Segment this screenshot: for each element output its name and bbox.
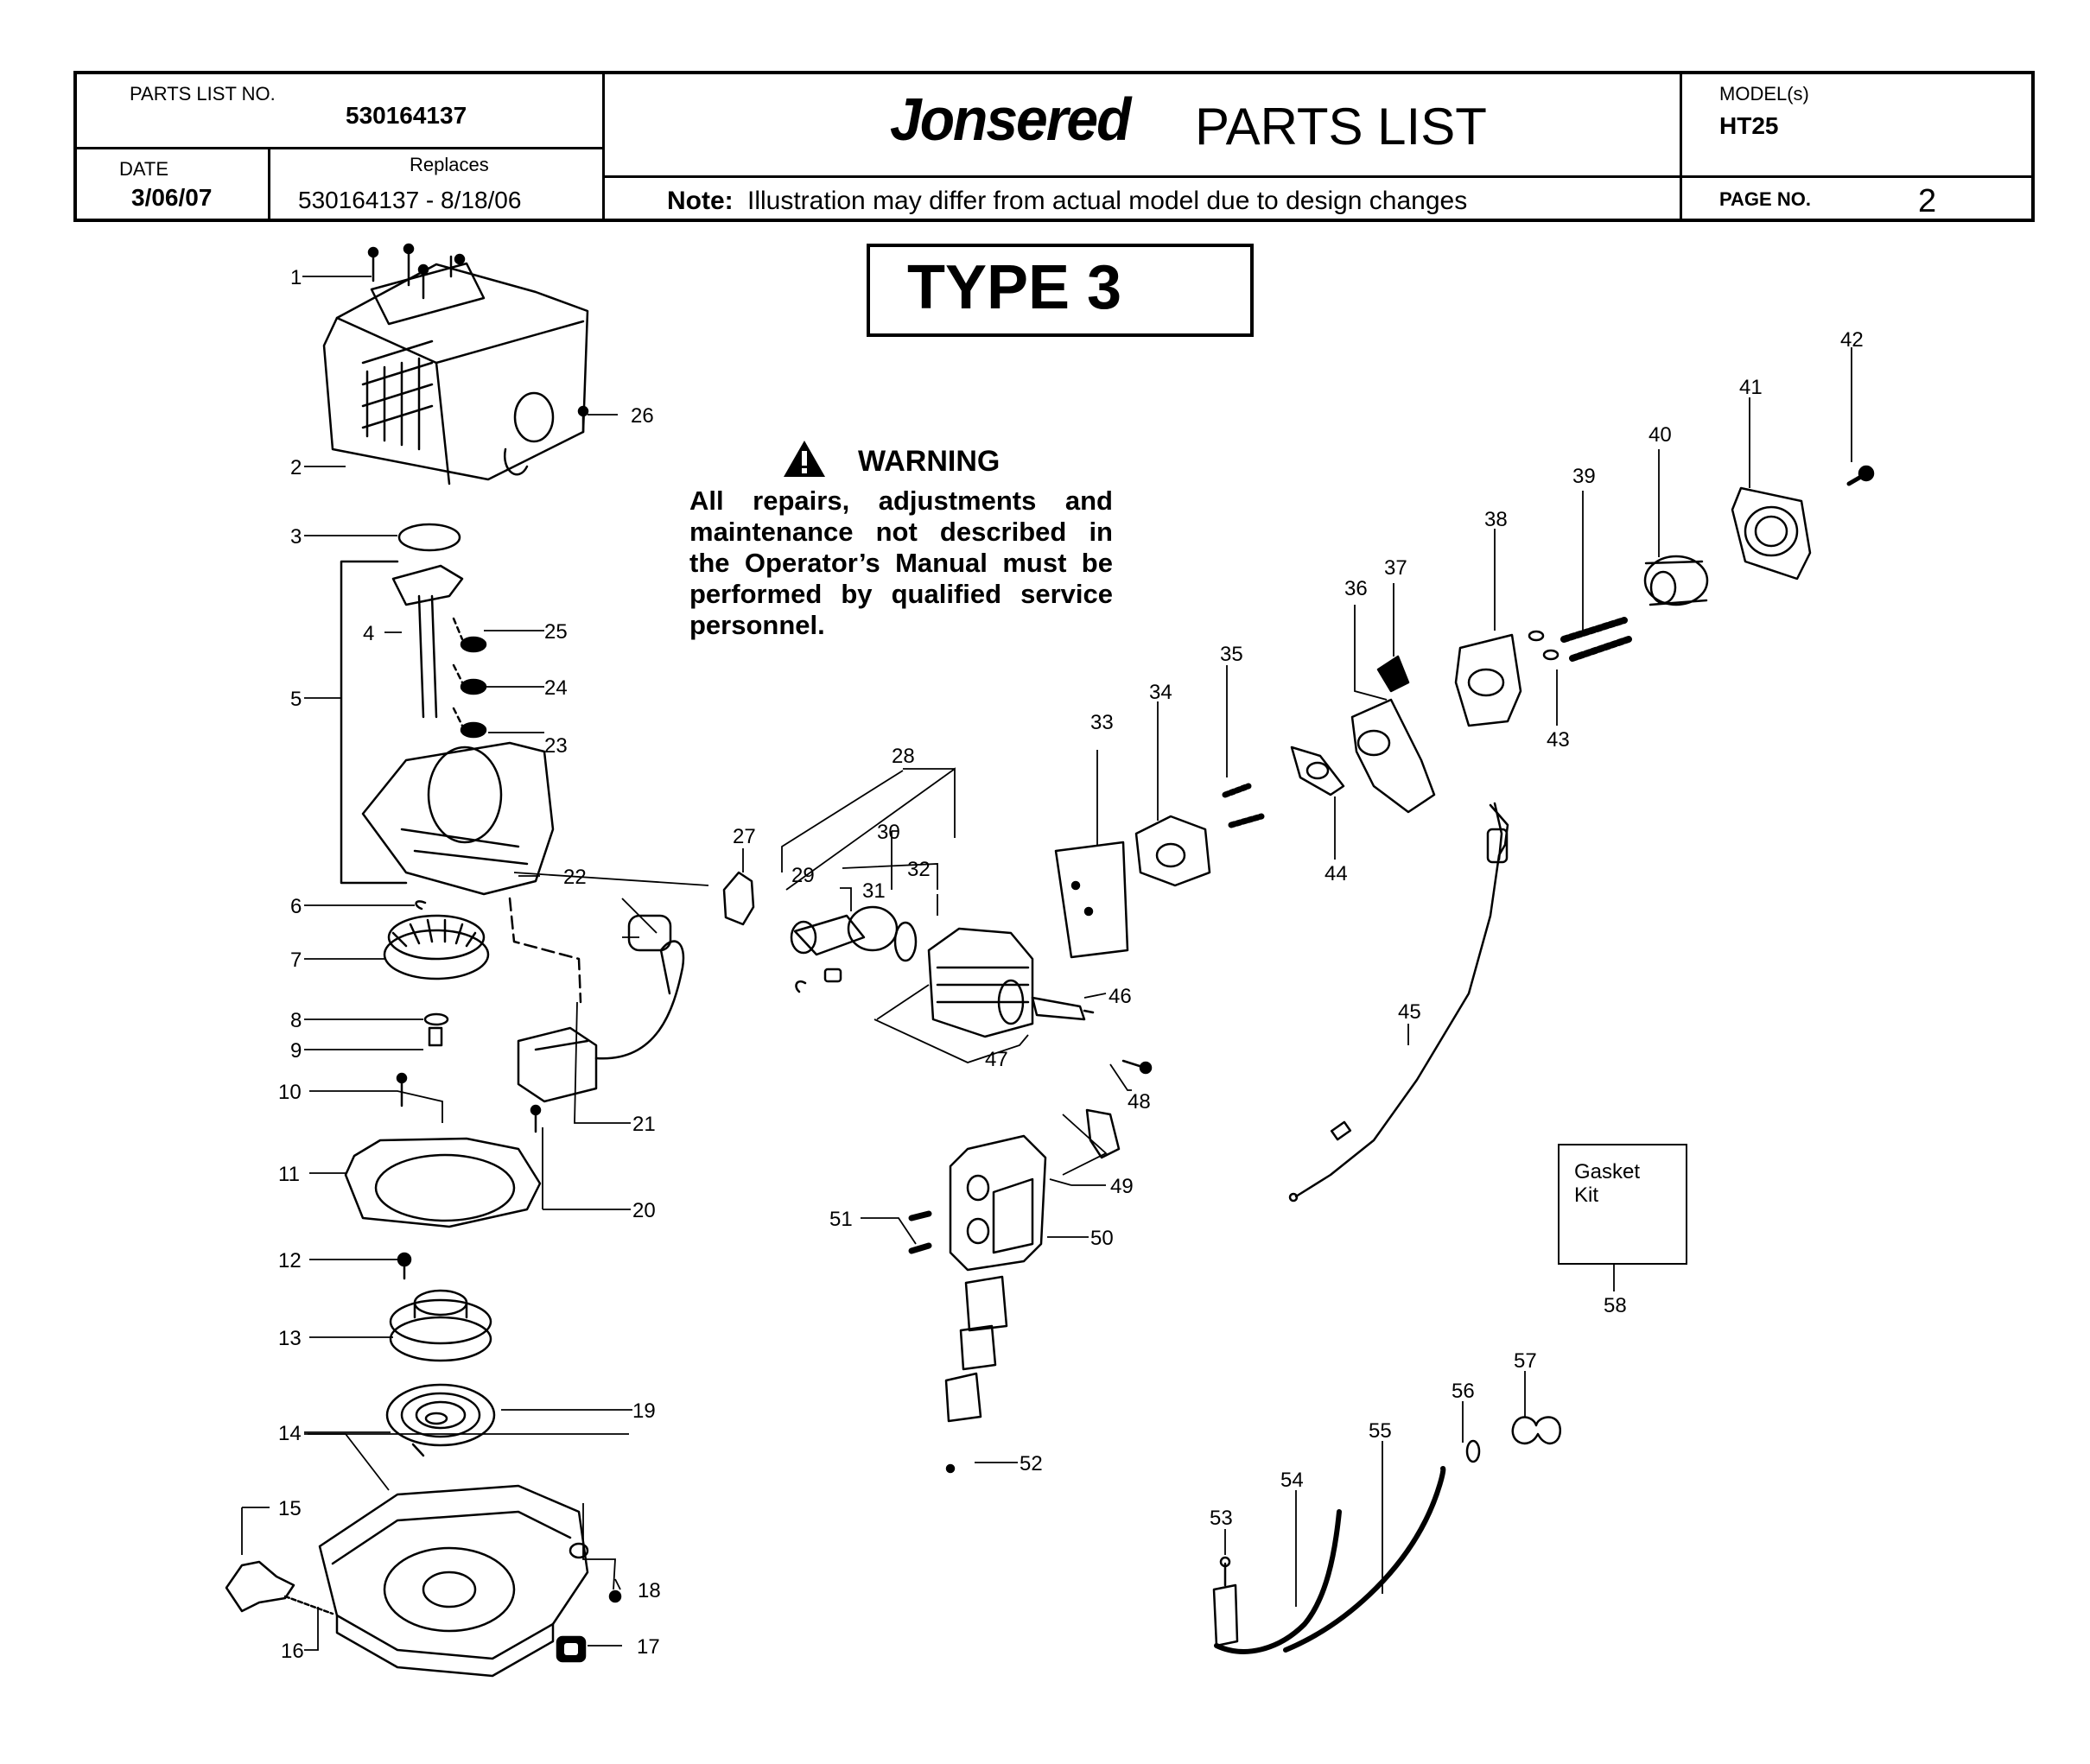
header-divider xyxy=(602,175,1682,178)
callout-8: 8 xyxy=(290,1009,302,1032)
callout-46: 46 xyxy=(1109,985,1132,1008)
callout-20: 20 xyxy=(632,1199,656,1222)
callout-27: 27 xyxy=(733,825,756,848)
replaces-label: Replaces xyxy=(410,154,489,175)
callout-33: 33 xyxy=(1090,711,1114,734)
callout-53: 53 xyxy=(1210,1507,1233,1530)
callout-12: 12 xyxy=(278,1249,302,1272)
callout-44: 44 xyxy=(1325,862,1348,885)
callout-2: 2 xyxy=(290,456,302,479)
callout-39: 39 xyxy=(1572,465,1596,488)
callout-54: 54 xyxy=(1280,1469,1304,1492)
callout-30: 30 xyxy=(877,821,900,844)
header-table xyxy=(73,71,2035,222)
type-label: TYPE 3 xyxy=(907,253,1122,322)
callout-36: 36 xyxy=(1344,577,1368,600)
note-label: Note: xyxy=(667,187,734,215)
header-divider xyxy=(268,149,270,222)
callout-15: 15 xyxy=(278,1497,302,1520)
model-value: HT25 xyxy=(1719,112,1779,139)
callout-19: 19 xyxy=(632,1399,656,1423)
warning-title: WARNING xyxy=(858,445,1001,478)
callout-22: 22 xyxy=(563,866,587,889)
header-divider xyxy=(1680,71,1682,222)
callout-32: 32 xyxy=(907,858,931,881)
callout-40: 40 xyxy=(1648,423,1672,447)
callout-58: 58 xyxy=(1604,1294,1627,1317)
callout-28: 28 xyxy=(892,745,915,768)
callout-1: 1 xyxy=(290,266,302,289)
callout-47: 47 xyxy=(985,1048,1008,1071)
callout-16: 16 xyxy=(281,1640,304,1663)
parts-list-title: PARTS LIST xyxy=(1195,98,1487,155)
date-label: DATE xyxy=(119,158,169,180)
callout-43: 43 xyxy=(1547,728,1570,752)
callout-10: 10 xyxy=(278,1081,302,1104)
note-text: Illustration may differ from actual mode… xyxy=(747,187,1468,215)
callout-50: 50 xyxy=(1090,1227,1114,1250)
parts-list-no-label: PARTS LIST NO. xyxy=(130,83,276,105)
date-value: 3/06/07 xyxy=(131,184,213,211)
callout-26: 26 xyxy=(631,404,654,428)
callout-55: 55 xyxy=(1369,1419,1392,1443)
callout-4: 4 xyxy=(363,622,375,645)
callout-56: 56 xyxy=(1452,1380,1475,1403)
callout-48: 48 xyxy=(1128,1090,1151,1114)
callout-7: 7 xyxy=(290,949,302,972)
callout-31: 31 xyxy=(862,879,886,903)
callout-41: 41 xyxy=(1739,376,1763,399)
jonsered-logo: Jonsered xyxy=(890,86,1131,153)
callout-38: 38 xyxy=(1484,508,1508,531)
replaces-value: 530164137 - 8/18/06 xyxy=(298,187,522,213)
header-divider xyxy=(1680,175,2035,178)
callout-45: 45 xyxy=(1398,1000,1421,1024)
callout-52: 52 xyxy=(1020,1452,1043,1475)
callout-9: 9 xyxy=(290,1039,302,1063)
callout-17: 17 xyxy=(637,1635,660,1659)
callout-13: 13 xyxy=(278,1327,302,1350)
type-box xyxy=(867,244,1254,337)
callout-37: 37 xyxy=(1384,556,1407,580)
callout-6: 6 xyxy=(290,895,302,918)
callout-25: 25 xyxy=(544,620,568,644)
callout-24: 24 xyxy=(544,676,568,700)
warning-text: All repairs, adjustments and maintenance… xyxy=(689,485,1113,640)
gasket-kit-label: Gasket Kit xyxy=(1574,1160,1641,1207)
callout-23: 23 xyxy=(544,734,568,758)
page-label: PAGE NO. xyxy=(1719,188,1811,210)
callout-18: 18 xyxy=(638,1579,661,1602)
callout-11: 11 xyxy=(278,1163,300,1186)
callout-57: 57 xyxy=(1514,1349,1537,1373)
page-number: 2 xyxy=(1918,183,1937,219)
callout-42: 42 xyxy=(1840,328,1864,352)
parts-list-no: 530164137 xyxy=(346,102,467,129)
callout-35: 35 xyxy=(1220,643,1243,666)
warning-icon xyxy=(784,441,825,477)
callout-3: 3 xyxy=(290,525,302,549)
header-divider xyxy=(602,71,605,222)
callout-21: 21 xyxy=(632,1113,656,1136)
callout-14: 14 xyxy=(278,1422,302,1445)
callout-5: 5 xyxy=(290,688,302,711)
callout-29: 29 xyxy=(791,864,815,887)
header-divider xyxy=(73,147,604,149)
callout-51: 51 xyxy=(829,1208,853,1231)
gasket-kit-box xyxy=(1558,1144,1687,1265)
model-label: MODEL(s) xyxy=(1719,83,1809,105)
callout-34: 34 xyxy=(1149,681,1172,704)
callout-49: 49 xyxy=(1110,1175,1134,1198)
